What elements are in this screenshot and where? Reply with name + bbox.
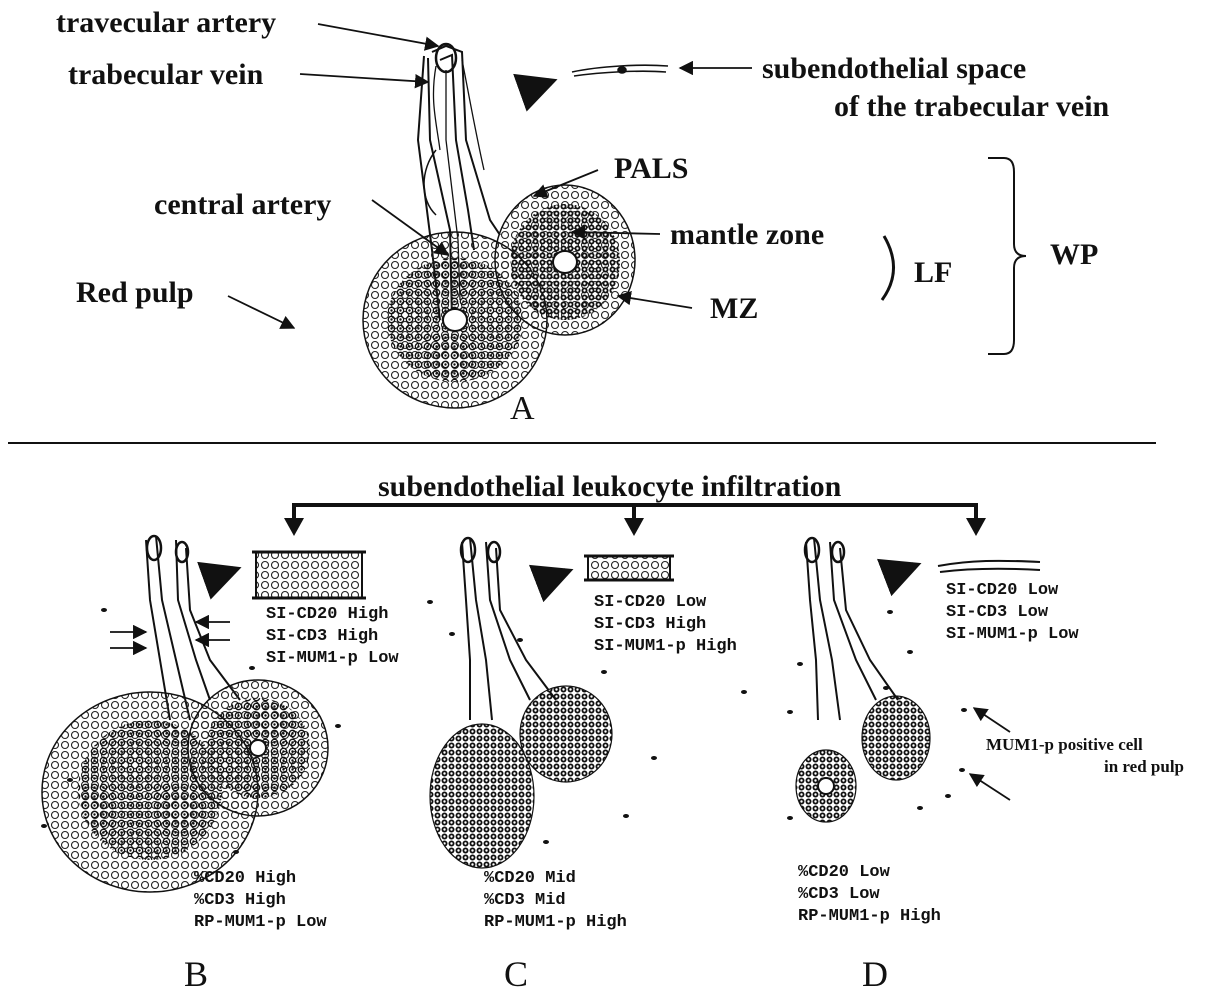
label-travecular-artery: travecular artery bbox=[56, 8, 276, 38]
panel-b-rp-values: %CD20 High %CD3 High RP-MUM1-p Low bbox=[194, 868, 327, 934]
panel-b-si-values: SI-CD20 High SI-CD3 High SI-MUM1-p Low bbox=[266, 604, 399, 670]
label-central-artery: central artery bbox=[154, 190, 331, 220]
panel-c-si-values: SI-CD20 Low SI-CD3 High SI-MUM1-p High bbox=[594, 592, 737, 658]
thick-arrow-d bbox=[888, 566, 914, 576]
panel-d-si-mum1: SI-MUM1-p Low bbox=[946, 624, 1079, 646]
label-pals: PALS bbox=[614, 154, 688, 184]
panel-a-illustration bbox=[363, 44, 635, 408]
mum1-note-line2: in red pulp bbox=[1104, 758, 1184, 775]
mum1-note-line1: MUM1-p positive cell bbox=[986, 736, 1143, 753]
lf-bracket bbox=[882, 236, 894, 300]
infiltration-arrowheads bbox=[284, 518, 986, 536]
panel-d-si-cd3: SI-CD3 Low bbox=[946, 602, 1079, 624]
panel-c-rp-mum1: RP-MUM1-p High bbox=[484, 912, 627, 934]
panel-c-si-cd20: SI-CD20 Low bbox=[594, 592, 737, 614]
panel-b-si-sketch bbox=[252, 552, 366, 598]
panel-label-c: C bbox=[504, 956, 528, 992]
panel-b-pct-cd3: %CD3 High bbox=[194, 890, 327, 912]
panel-c-pct-cd3: %CD3 Mid bbox=[484, 890, 627, 912]
thick-arrow-b bbox=[206, 570, 234, 580]
panel-b-rp-mum1: RP-MUM1-p Low bbox=[194, 912, 327, 934]
mum1-note-arrows bbox=[970, 708, 1010, 800]
panel-label-b: B bbox=[184, 956, 208, 992]
infiltration-bracket bbox=[294, 505, 976, 520]
panel-d-rp-mum1: RP-MUM1-p High bbox=[798, 906, 941, 928]
panel-d-rp-values: %CD20 Low %CD3 Low RP-MUM1-p High bbox=[798, 862, 941, 928]
panel-c-illustration bbox=[430, 538, 612, 868]
label-trabecular-vein: trabecular vein bbox=[68, 60, 263, 90]
infiltration-title: subendothelial leukocyte infiltration bbox=[378, 472, 841, 502]
panel-d-si-sketch bbox=[938, 561, 1040, 572]
panel-d-si-cd20: SI-CD20 Low bbox=[946, 580, 1079, 602]
panel-label-a: A bbox=[510, 392, 535, 426]
panel-b-si-cd3: SI-CD3 High bbox=[266, 626, 399, 648]
label-subendothelial-space: subendothelial space bbox=[762, 54, 1026, 84]
label-mz: MZ bbox=[710, 294, 758, 324]
label-mantle-zone: mantle zone bbox=[670, 220, 824, 250]
panel-d-si-values: SI-CD20 Low SI-CD3 Low SI-MUM1-p Low bbox=[946, 580, 1079, 646]
panel-d-pct-cd20: %CD20 Low bbox=[798, 862, 941, 884]
thick-arrow-a bbox=[522, 82, 550, 92]
label-lf: LF bbox=[914, 258, 952, 288]
subendothelial-space-sketch bbox=[572, 65, 668, 76]
panel-c-si-cd3: SI-CD3 High bbox=[594, 614, 737, 636]
panel-b-pct-cd20: %CD20 High bbox=[194, 868, 327, 890]
panel-d-illustration bbox=[796, 538, 930, 822]
label-red-pulp: Red pulp bbox=[76, 278, 194, 308]
panel-c-si-sketch bbox=[584, 556, 674, 580]
thick-arrow-c bbox=[540, 572, 566, 582]
panel-c-si-mum1: SI-MUM1-p High bbox=[594, 636, 737, 658]
wp-brace bbox=[988, 158, 1026, 354]
panel-c-pct-cd20: %CD20 Mid bbox=[484, 868, 627, 890]
label-wp: WP bbox=[1050, 240, 1098, 270]
panel-label-d: D bbox=[862, 956, 888, 992]
panel-b-si-cd20: SI-CD20 High bbox=[266, 604, 399, 626]
panel-d-pct-cd3: %CD3 Low bbox=[798, 884, 941, 906]
panel-c-rp-values: %CD20 Mid %CD3 Mid RP-MUM1-p High bbox=[484, 868, 627, 934]
label-of-the-trabecular-vein: of the trabecular vein bbox=[834, 92, 1109, 122]
panel-b-si-mum1: SI-MUM1-p Low bbox=[266, 648, 399, 670]
